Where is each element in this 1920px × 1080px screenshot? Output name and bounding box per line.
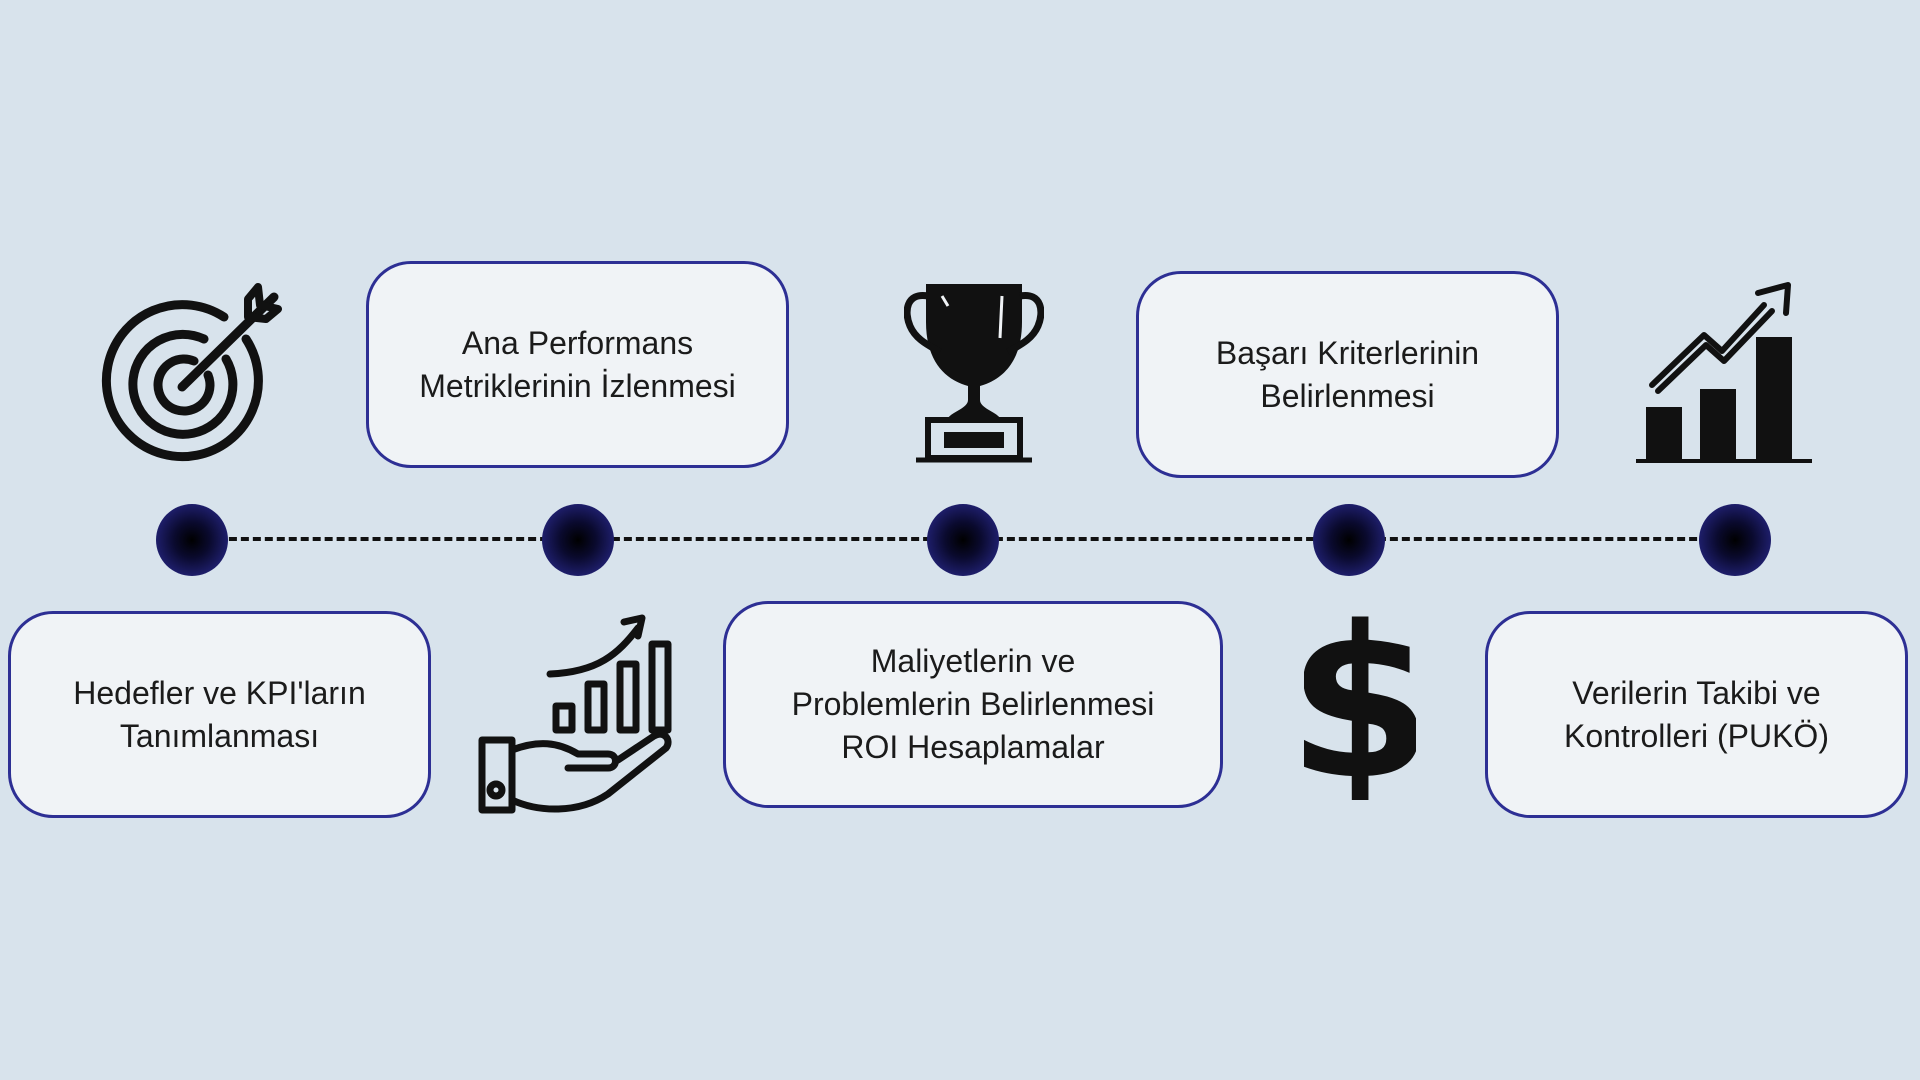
target-icon — [98, 283, 284, 469]
timeline-node-5 — [1699, 504, 1771, 576]
step-card-2: Ana Performans Metriklerinin İzlenmesi — [366, 261, 789, 468]
step-card-4: Başarı Kriterlerinin Belirlenmesi — [1136, 271, 1559, 478]
timeline-node-3 — [927, 504, 999, 576]
timeline-node-2 — [542, 504, 614, 576]
timeline-node-1 — [156, 504, 228, 576]
step-card-3: Maliyetlerin ve Problemlerin Belirlenmes… — [723, 601, 1223, 808]
dollar-glyph: $ — [1304, 604, 1416, 800]
step-card-5: Verilerin Takibi ve Kontrolleri (PUKÖ) — [1485, 611, 1908, 818]
step-label-4: Başarı Kriterlerinin Belirlenmesi — [1215, 334, 1480, 414]
chart-growth-icon — [1634, 281, 1814, 465]
step-label-3: Maliyetlerin ve Problemlerin Belirlenmes… — [791, 643, 1155, 765]
step-label-1: Hedefler ve KPI'ların Tanımlanması — [73, 674, 366, 754]
step-card-1: Hedefler ve KPI'ların Tanımlanması — [8, 611, 431, 818]
step-label-2: Ana Performans Metriklerinin İzlenmesi — [419, 324, 736, 404]
step-label-5: Verilerin Takibi ve Kontrolleri (PUKÖ) — [1564, 674, 1829, 754]
growth-hand-icon — [478, 614, 674, 814]
trophy-icon — [904, 282, 1044, 465]
timeline-node-4 — [1313, 504, 1385, 576]
dollar-icon: $ — [1304, 604, 1416, 800]
